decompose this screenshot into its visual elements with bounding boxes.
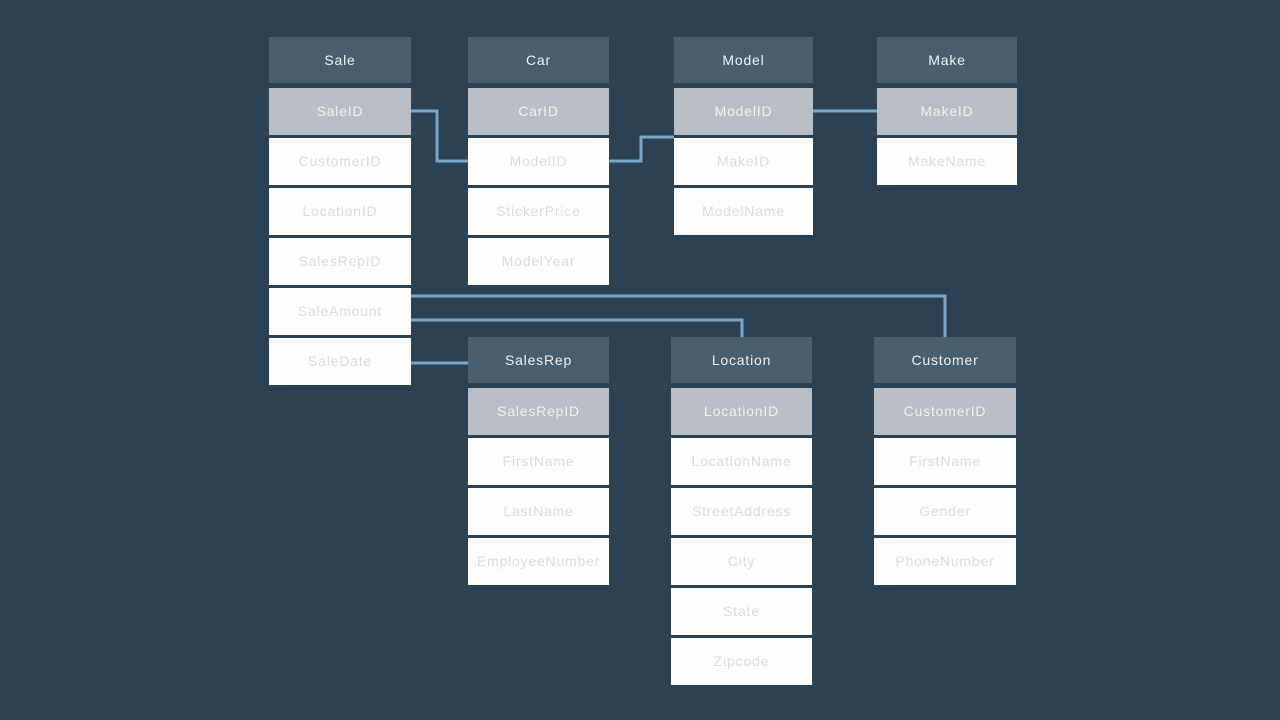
table-header: Sale (269, 37, 411, 83)
field-row-lastname: LastName (468, 488, 609, 535)
field-row-makename: MakeName (877, 138, 1017, 185)
field-row-salesrepid: SalesRepID (468, 388, 609, 435)
connector-sale-customer (411, 294, 947, 342)
field-row-saleid: SaleID (269, 88, 411, 135)
field-row-salesrepid: SalesRepID (269, 238, 411, 285)
table-header: Make (877, 37, 1017, 83)
table-header: Model (674, 37, 813, 83)
field-row-modelname: ModelName (674, 188, 813, 235)
field-row-gender: Gender (874, 488, 1016, 535)
field-row-modelid: ModelID (468, 138, 609, 185)
table-header: Location (671, 337, 812, 383)
connector-sale-car (411, 109, 468, 163)
field-row-zipcode: Zipcode (671, 638, 812, 685)
field-row-firstname: FirstName (468, 438, 609, 485)
table-header: Customer (874, 337, 1016, 383)
field-row-streetaddress: StreetAddress (671, 488, 812, 535)
field-row-carid: CarID (468, 88, 609, 135)
field-row-customerid: CustomerID (874, 388, 1016, 435)
field-row-phonenumber: PhoneNumber (874, 538, 1016, 585)
connector-car-model (609, 135, 674, 163)
field-row-locationid: LocationID (269, 188, 411, 235)
field-row-modelid: ModelID (674, 88, 813, 135)
field-row-locationid: LocationID (671, 388, 812, 435)
field-row-city: City (671, 538, 812, 585)
field-row-state: State (671, 588, 812, 635)
field-row-stickerprice: StickerPrice (468, 188, 609, 235)
field-row-makeid: MakeID (877, 88, 1017, 135)
field-row-saledate: SaleDate (269, 338, 411, 385)
field-row-customerid: CustomerID (269, 138, 411, 185)
field-row-saleamount: SaleAmount (269, 288, 411, 335)
field-row-employeenumber: EmployeeNumber (468, 538, 609, 585)
table-header: SalesRep (468, 337, 609, 383)
field-row-makeid: MakeID (674, 138, 813, 185)
field-row-firstname: FirstName (874, 438, 1016, 485)
field-row-modelyear: ModelYear (468, 238, 609, 285)
field-row-locationname: LocationName (671, 438, 812, 485)
table-header: Car (468, 37, 609, 83)
